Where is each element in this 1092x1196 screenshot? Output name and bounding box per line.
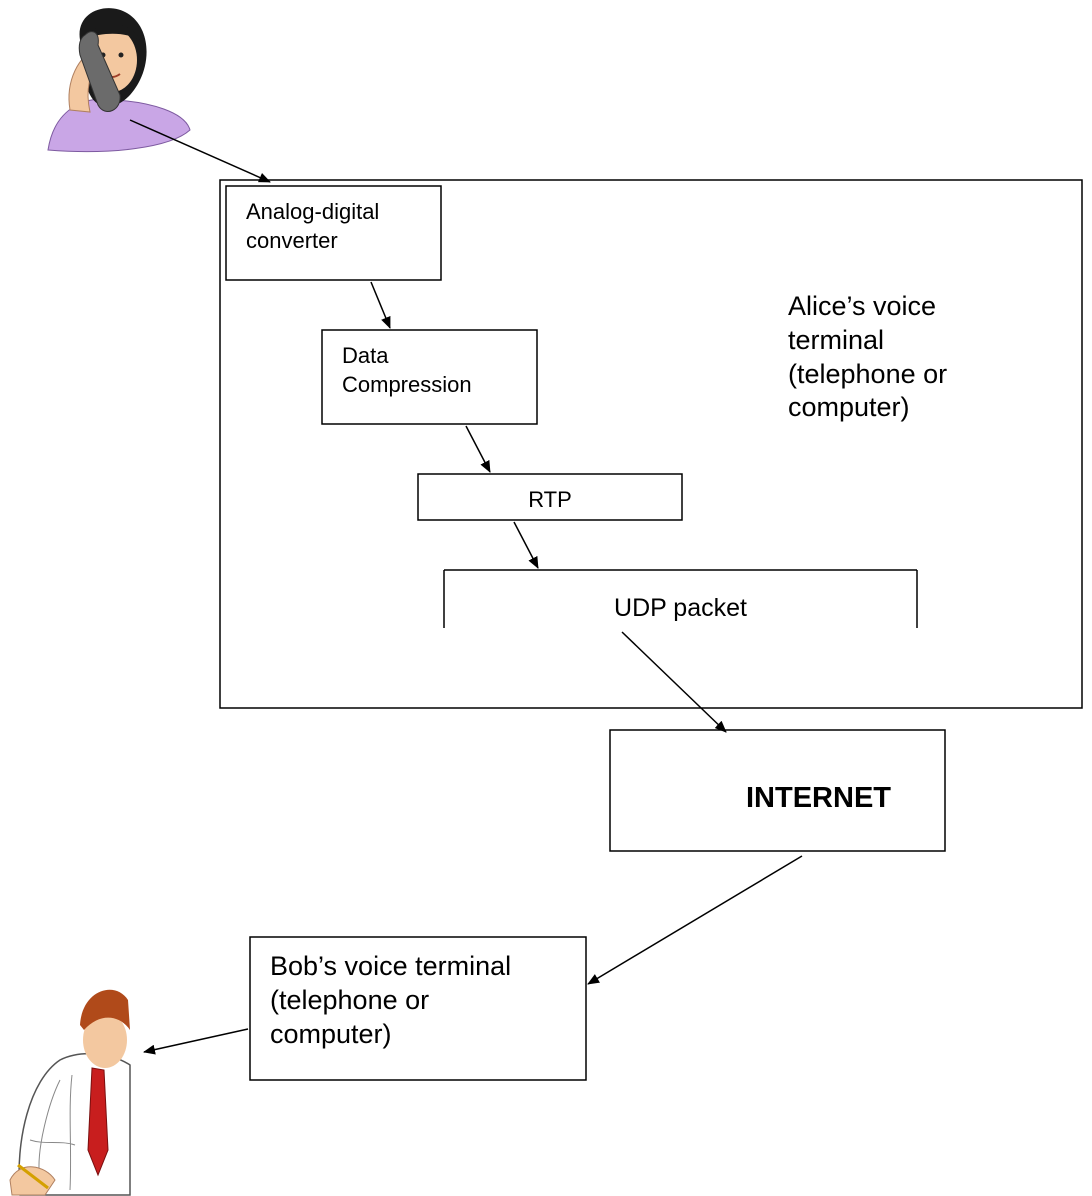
analog-digital-converter-box (225, 185, 442, 281)
rtp-label: RTP (528, 487, 572, 512)
alice-terminal-box (219, 179, 1083, 709)
udp-packet-box (443, 569, 918, 628)
alice-terminal-label: Alice’s voice terminal (telephone or com… (788, 291, 948, 423)
arrow-udp-to-internet (621, 631, 727, 733)
data-compression-label: Data Compression (342, 343, 472, 397)
internet-box (609, 729, 946, 852)
alice-figure-icon (47, 8, 191, 153)
bob-terminal-label: Bob’s voice terminal (telephone or compu… (270, 951, 512, 1049)
data-compression-box (321, 329, 538, 425)
udp-packet-label: UDP packet (614, 594, 747, 622)
bob-terminal-box (249, 936, 587, 1081)
arrow-internet-to-bob (587, 855, 803, 985)
arrow-converter-to-compression (370, 281, 391, 329)
bob-figure-icon (9, 989, 131, 1196)
arrow-alice-to-terminal (129, 119, 271, 183)
analog-digital-converter-label: Analog-digital converter (246, 199, 380, 253)
arrow-compression-to-rtp (465, 425, 491, 473)
arrow-rtp-to-udp (513, 521, 539, 569)
arrow-bob-terminal-to-bob (143, 1028, 249, 1055)
rtp-box (417, 473, 683, 521)
internet-label: INTERNET (746, 782, 891, 814)
